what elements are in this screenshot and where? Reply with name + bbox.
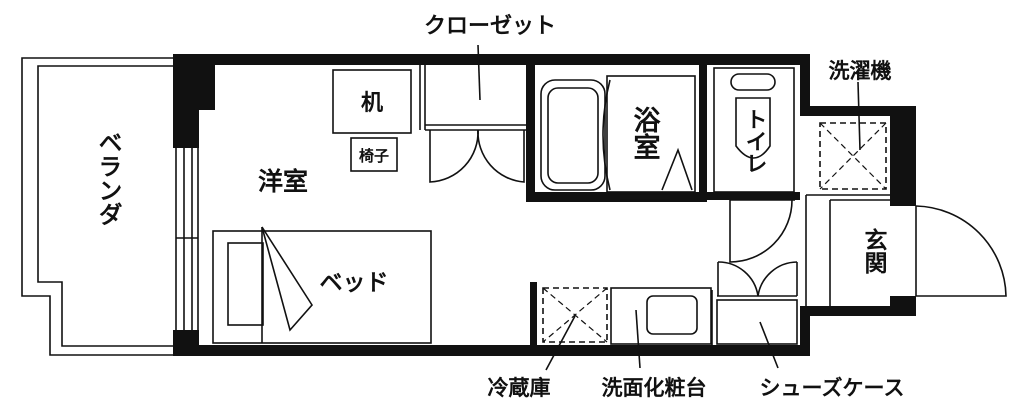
toilet-door bbox=[729, 199, 793, 263]
leader-lines bbox=[477, 44, 861, 371]
closet bbox=[425, 124, 526, 183]
label-western-room: 洋室 bbox=[258, 167, 308, 196]
label-bed: ベッド bbox=[320, 270, 389, 296]
label-bath: 浴室 bbox=[629, 106, 661, 160]
exterior-walls bbox=[173, 54, 916, 356]
label-veranda: ベランダ bbox=[94, 130, 122, 226]
bathtub bbox=[540, 79, 611, 191]
shoe-cabinet bbox=[716, 295, 798, 345]
label-entrance: 玄関 bbox=[860, 227, 888, 274]
bed bbox=[212, 226, 432, 344]
veranda-outline bbox=[21, 57, 176, 356]
hall-door bbox=[717, 261, 798, 297]
desk bbox=[332, 69, 412, 134]
refrigerator bbox=[542, 287, 608, 343]
label-desk: 机 bbox=[361, 91, 383, 116]
label-toilet: トイレ bbox=[742, 108, 767, 174]
chair bbox=[350, 137, 398, 172]
toilet-fixture bbox=[713, 67, 795, 193]
label-vanity: 洗面化粧台 bbox=[602, 376, 707, 400]
label-refrigerator: 冷蔵庫 bbox=[488, 376, 551, 400]
interior-walls bbox=[419, 65, 890, 348]
label-shoe-cabinet: シューズケース bbox=[760, 376, 905, 400]
vanity bbox=[610, 287, 712, 345]
bath-floor bbox=[606, 75, 696, 193]
label-chair: 椅子 bbox=[359, 147, 389, 165]
label-closet: クローゼット bbox=[424, 14, 556, 39]
washing-machine-pan bbox=[819, 122, 887, 190]
label-washing-machine: 洗濯機 bbox=[829, 59, 892, 83]
entrance-door bbox=[915, 205, 1007, 297]
veranda-window bbox=[175, 148, 199, 330]
